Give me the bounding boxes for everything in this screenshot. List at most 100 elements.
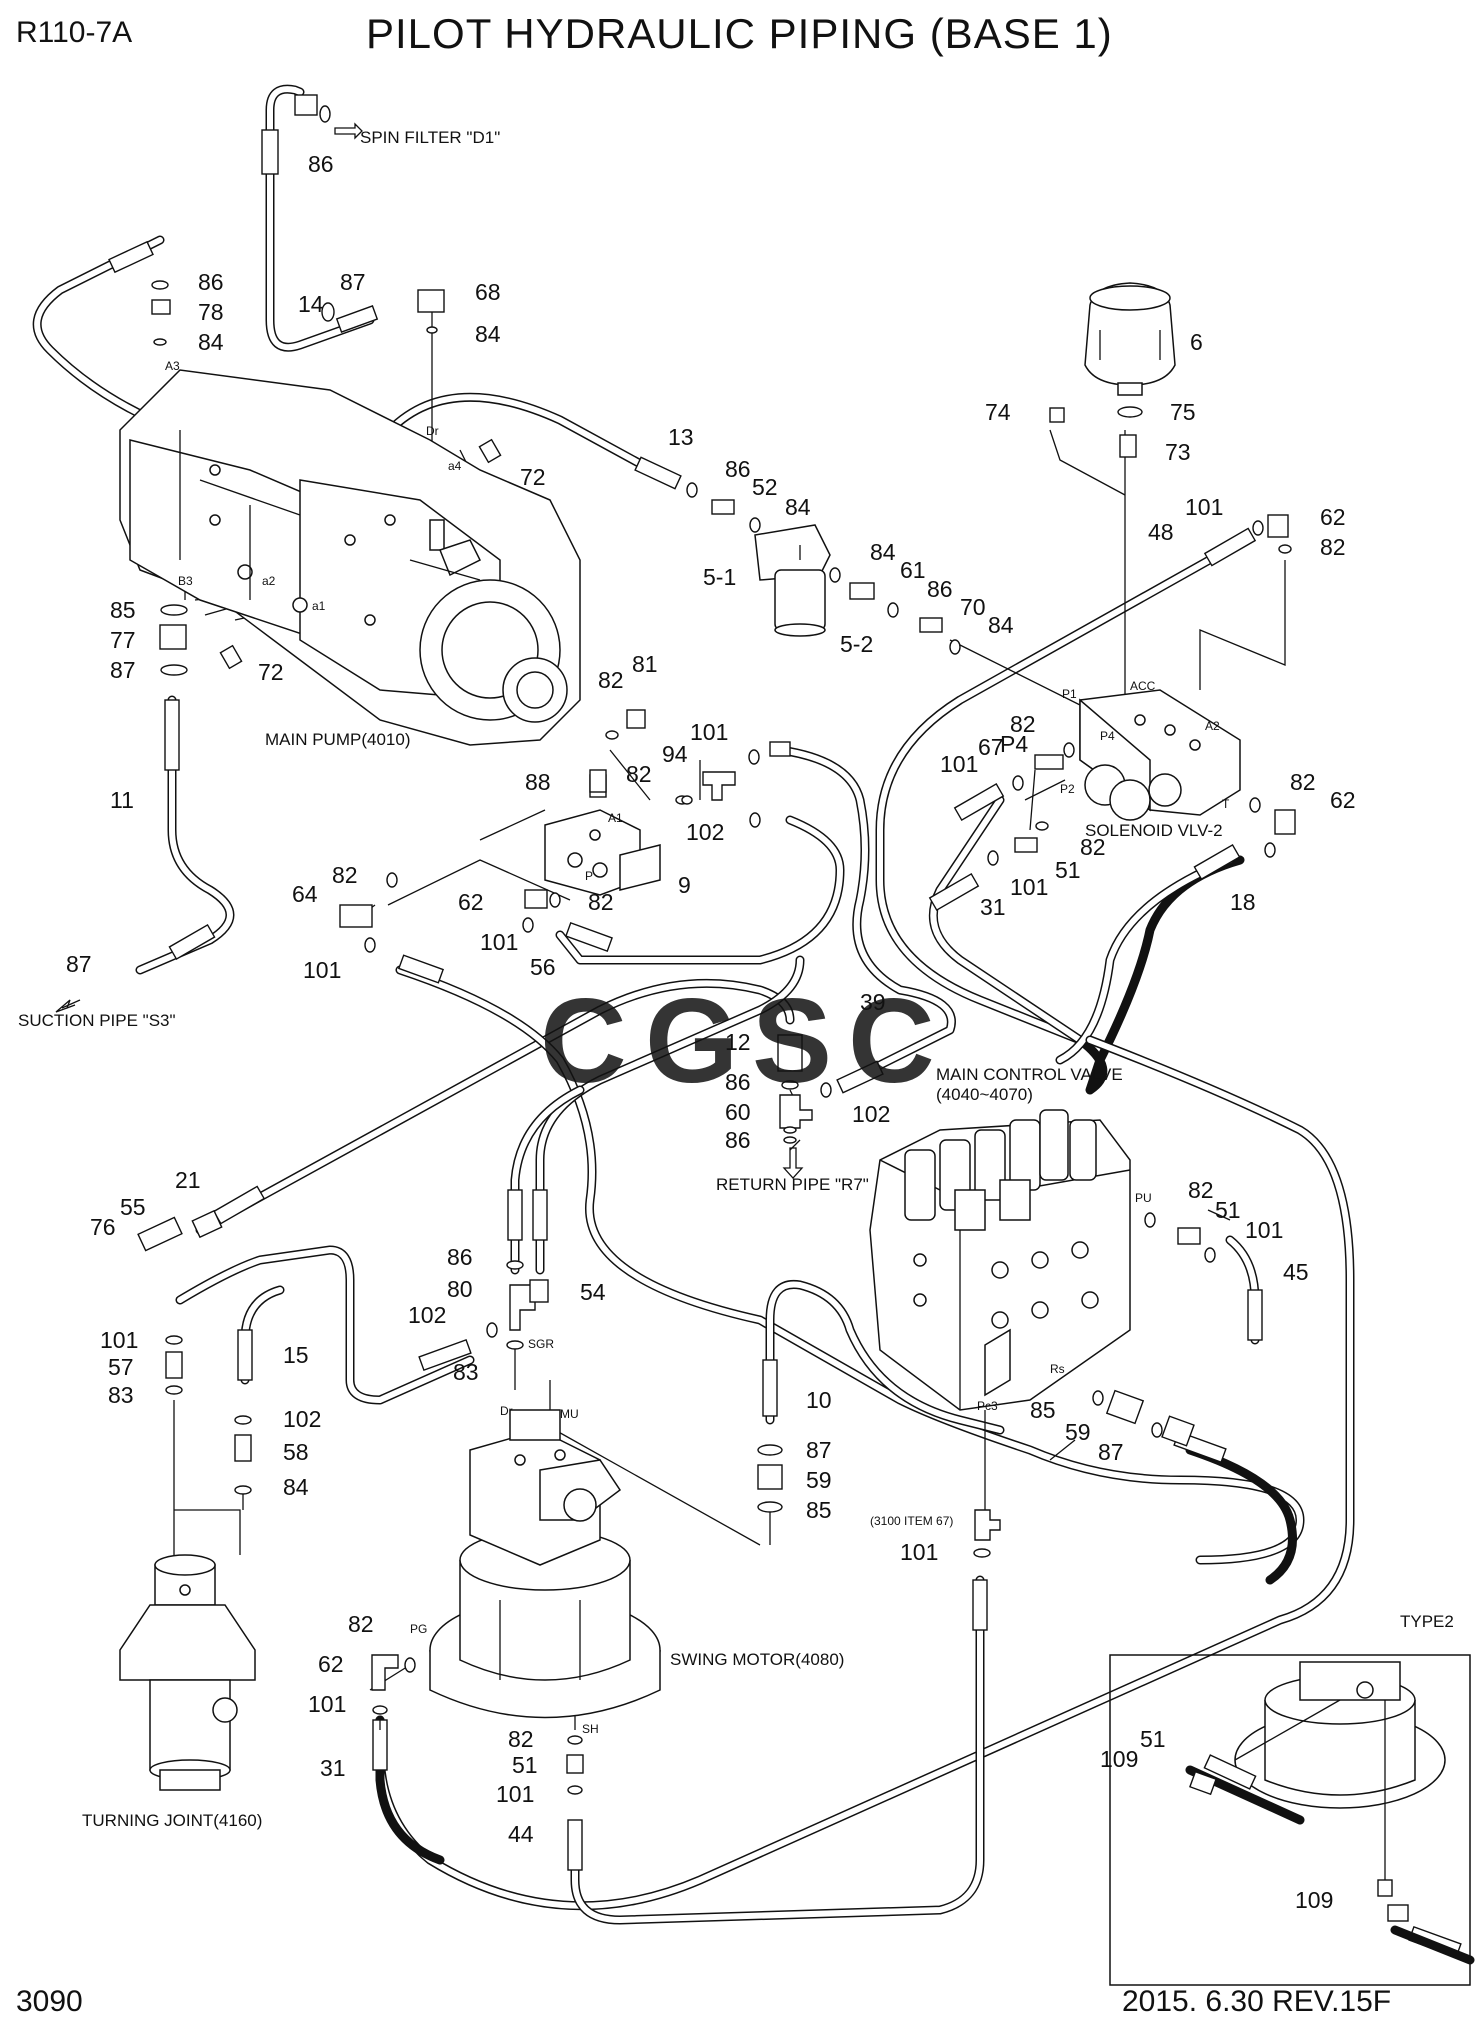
pilot-block bbox=[544, 809, 661, 896]
part-number: 45 bbox=[1283, 1259, 1309, 1285]
part-number: 82 bbox=[588, 889, 614, 915]
solenoid-valve-label: SOLENOID VLV-2 bbox=[1085, 821, 1223, 840]
part-number: 87 bbox=[110, 657, 136, 683]
port-label-p2: P2 bbox=[1060, 782, 1075, 796]
part-number: 82 bbox=[1290, 769, 1316, 795]
part-number: 14 bbox=[298, 291, 324, 317]
part-number: 82 bbox=[508, 1726, 534, 1752]
part-number: 59 bbox=[806, 1467, 832, 1493]
part-number: 86 bbox=[198, 269, 224, 295]
watermark-letter-c: C bbox=[540, 974, 627, 1108]
page-title: PILOT HYDRAULIC PIPING (BASE 1) bbox=[366, 10, 1113, 57]
part-number: 86 bbox=[725, 1069, 751, 1095]
part-number: 86 bbox=[447, 1244, 473, 1270]
port-label-a1-block: A1 bbox=[608, 811, 623, 825]
part-number: 101 bbox=[480, 929, 518, 955]
part-number: 87 bbox=[806, 1437, 832, 1463]
part-number: 58 bbox=[283, 1439, 309, 1465]
part-number: 102 bbox=[852, 1101, 890, 1127]
part-number: 82 bbox=[1080, 834, 1106, 860]
watermark-letter-c2: C bbox=[848, 974, 935, 1108]
main-pump bbox=[119, 369, 581, 746]
part-number: 101 bbox=[308, 1691, 346, 1717]
port-label-pg: PG bbox=[410, 1622, 427, 1636]
part-number: 64 bbox=[292, 881, 318, 907]
part-number: 82 bbox=[626, 761, 652, 787]
port-label-mu: MU bbox=[560, 1407, 579, 1421]
main-control-valve bbox=[869, 1109, 1131, 1411]
part-number: 109 bbox=[1295, 1887, 1333, 1913]
part-number: 75 bbox=[1170, 399, 1196, 425]
part-number: 85 bbox=[1030, 1397, 1056, 1423]
model-code: R110-7A bbox=[16, 16, 133, 49]
part-number: 55 bbox=[120, 1194, 146, 1220]
part-number: 101 bbox=[940, 751, 978, 777]
port-label-a1: a1 bbox=[312, 599, 326, 613]
part-number: 60 bbox=[725, 1099, 751, 1125]
part-number: 84 bbox=[988, 612, 1014, 638]
part-number: 101 bbox=[496, 1781, 534, 1807]
return-pipe-label: RETURN PIPE "R7" bbox=[716, 1175, 869, 1194]
part-number: 54 bbox=[580, 1279, 606, 1305]
part-number: 74 bbox=[985, 399, 1011, 425]
part-number: 51 bbox=[1215, 1197, 1241, 1223]
port-label-a3: A3 bbox=[165, 359, 180, 373]
part-number: 72 bbox=[258, 659, 284, 685]
part-number: 86 bbox=[725, 456, 751, 482]
port-label-sh: SH bbox=[582, 1722, 599, 1736]
part-number: 82 bbox=[1010, 711, 1036, 737]
part-number: 109 bbox=[1100, 1746, 1138, 1772]
part-number: 82 bbox=[1188, 1177, 1214, 1203]
connection-arrows bbox=[55, 122, 804, 1179]
part-number: 62 bbox=[1320, 504, 1346, 530]
part-number: 83 bbox=[453, 1359, 479, 1385]
part-number: P4 bbox=[1000, 731, 1028, 757]
port-labels: A3 B3 a2 a1 a4 Dr P1 P2 P4 ACC A2 T A1 P… bbox=[165, 359, 1230, 1736]
part-number: 78 bbox=[198, 299, 224, 325]
part-number: 31 bbox=[980, 894, 1006, 920]
part-number: 9 bbox=[678, 872, 691, 898]
part-number: 62 bbox=[458, 889, 484, 915]
port-label-dr: Dr bbox=[426, 424, 439, 438]
part-number: 68 bbox=[475, 279, 501, 305]
part-numbers: 86 86 78 84 87 14 68 84 6 74 75 73 13 72… bbox=[66, 151, 1356, 1913]
part-number: 82 bbox=[348, 1611, 374, 1637]
part-number: 57 bbox=[108, 1354, 134, 1380]
port-label-b3: B3 bbox=[178, 574, 193, 588]
component-labels: MAIN PUMP(4010) SOLENOID VLV-2 MAIN CONT… bbox=[18, 128, 1454, 1830]
part-number: 101 bbox=[100, 1327, 138, 1353]
port-label-sgr: SGR bbox=[528, 1337, 554, 1351]
hose-end-fittings bbox=[108, 129, 1263, 1871]
accumulator bbox=[1084, 282, 1176, 396]
part-number: 15 bbox=[283, 1342, 309, 1368]
part-number: 21 bbox=[175, 1167, 201, 1193]
port-label-p4: P4 bbox=[1100, 729, 1115, 743]
main-control-valve-range: (4040~4070) bbox=[936, 1085, 1033, 1104]
part-number: 82 bbox=[598, 667, 624, 693]
part-number: 52 bbox=[752, 474, 778, 500]
part-number: 77 bbox=[110, 627, 136, 653]
part-number: 72 bbox=[520, 464, 546, 490]
part-number: 102 bbox=[283, 1406, 321, 1432]
part-number: 82 bbox=[332, 862, 358, 888]
part-number: 85 bbox=[110, 597, 136, 623]
part-number: 102 bbox=[686, 819, 724, 845]
type2-inset bbox=[1109, 1654, 1475, 1986]
port-label-pu: PU bbox=[1135, 1191, 1152, 1205]
port-label-acc: ACC bbox=[1130, 679, 1156, 693]
part-number: 86 bbox=[927, 576, 953, 602]
part-number: 62 bbox=[318, 1651, 344, 1677]
part-number: 101 bbox=[900, 1539, 938, 1565]
part-number: 13 bbox=[668, 424, 694, 450]
turning-joint bbox=[119, 1554, 256, 1791]
turning-joint-label: TURNING JOINT(4160) bbox=[82, 1811, 262, 1830]
part-number: 5-2 bbox=[840, 631, 873, 657]
swing-motor bbox=[429, 1409, 661, 1719]
part-number: 101 bbox=[1245, 1217, 1283, 1243]
part-number: 84 bbox=[785, 494, 811, 520]
part-number: 88 bbox=[525, 769, 551, 795]
part-number: 10 bbox=[806, 1387, 832, 1413]
hose-lines bbox=[32, 84, 1355, 1925]
line-filter bbox=[754, 524, 831, 637]
main-pump-label: MAIN PUMP(4010) bbox=[265, 730, 410, 749]
